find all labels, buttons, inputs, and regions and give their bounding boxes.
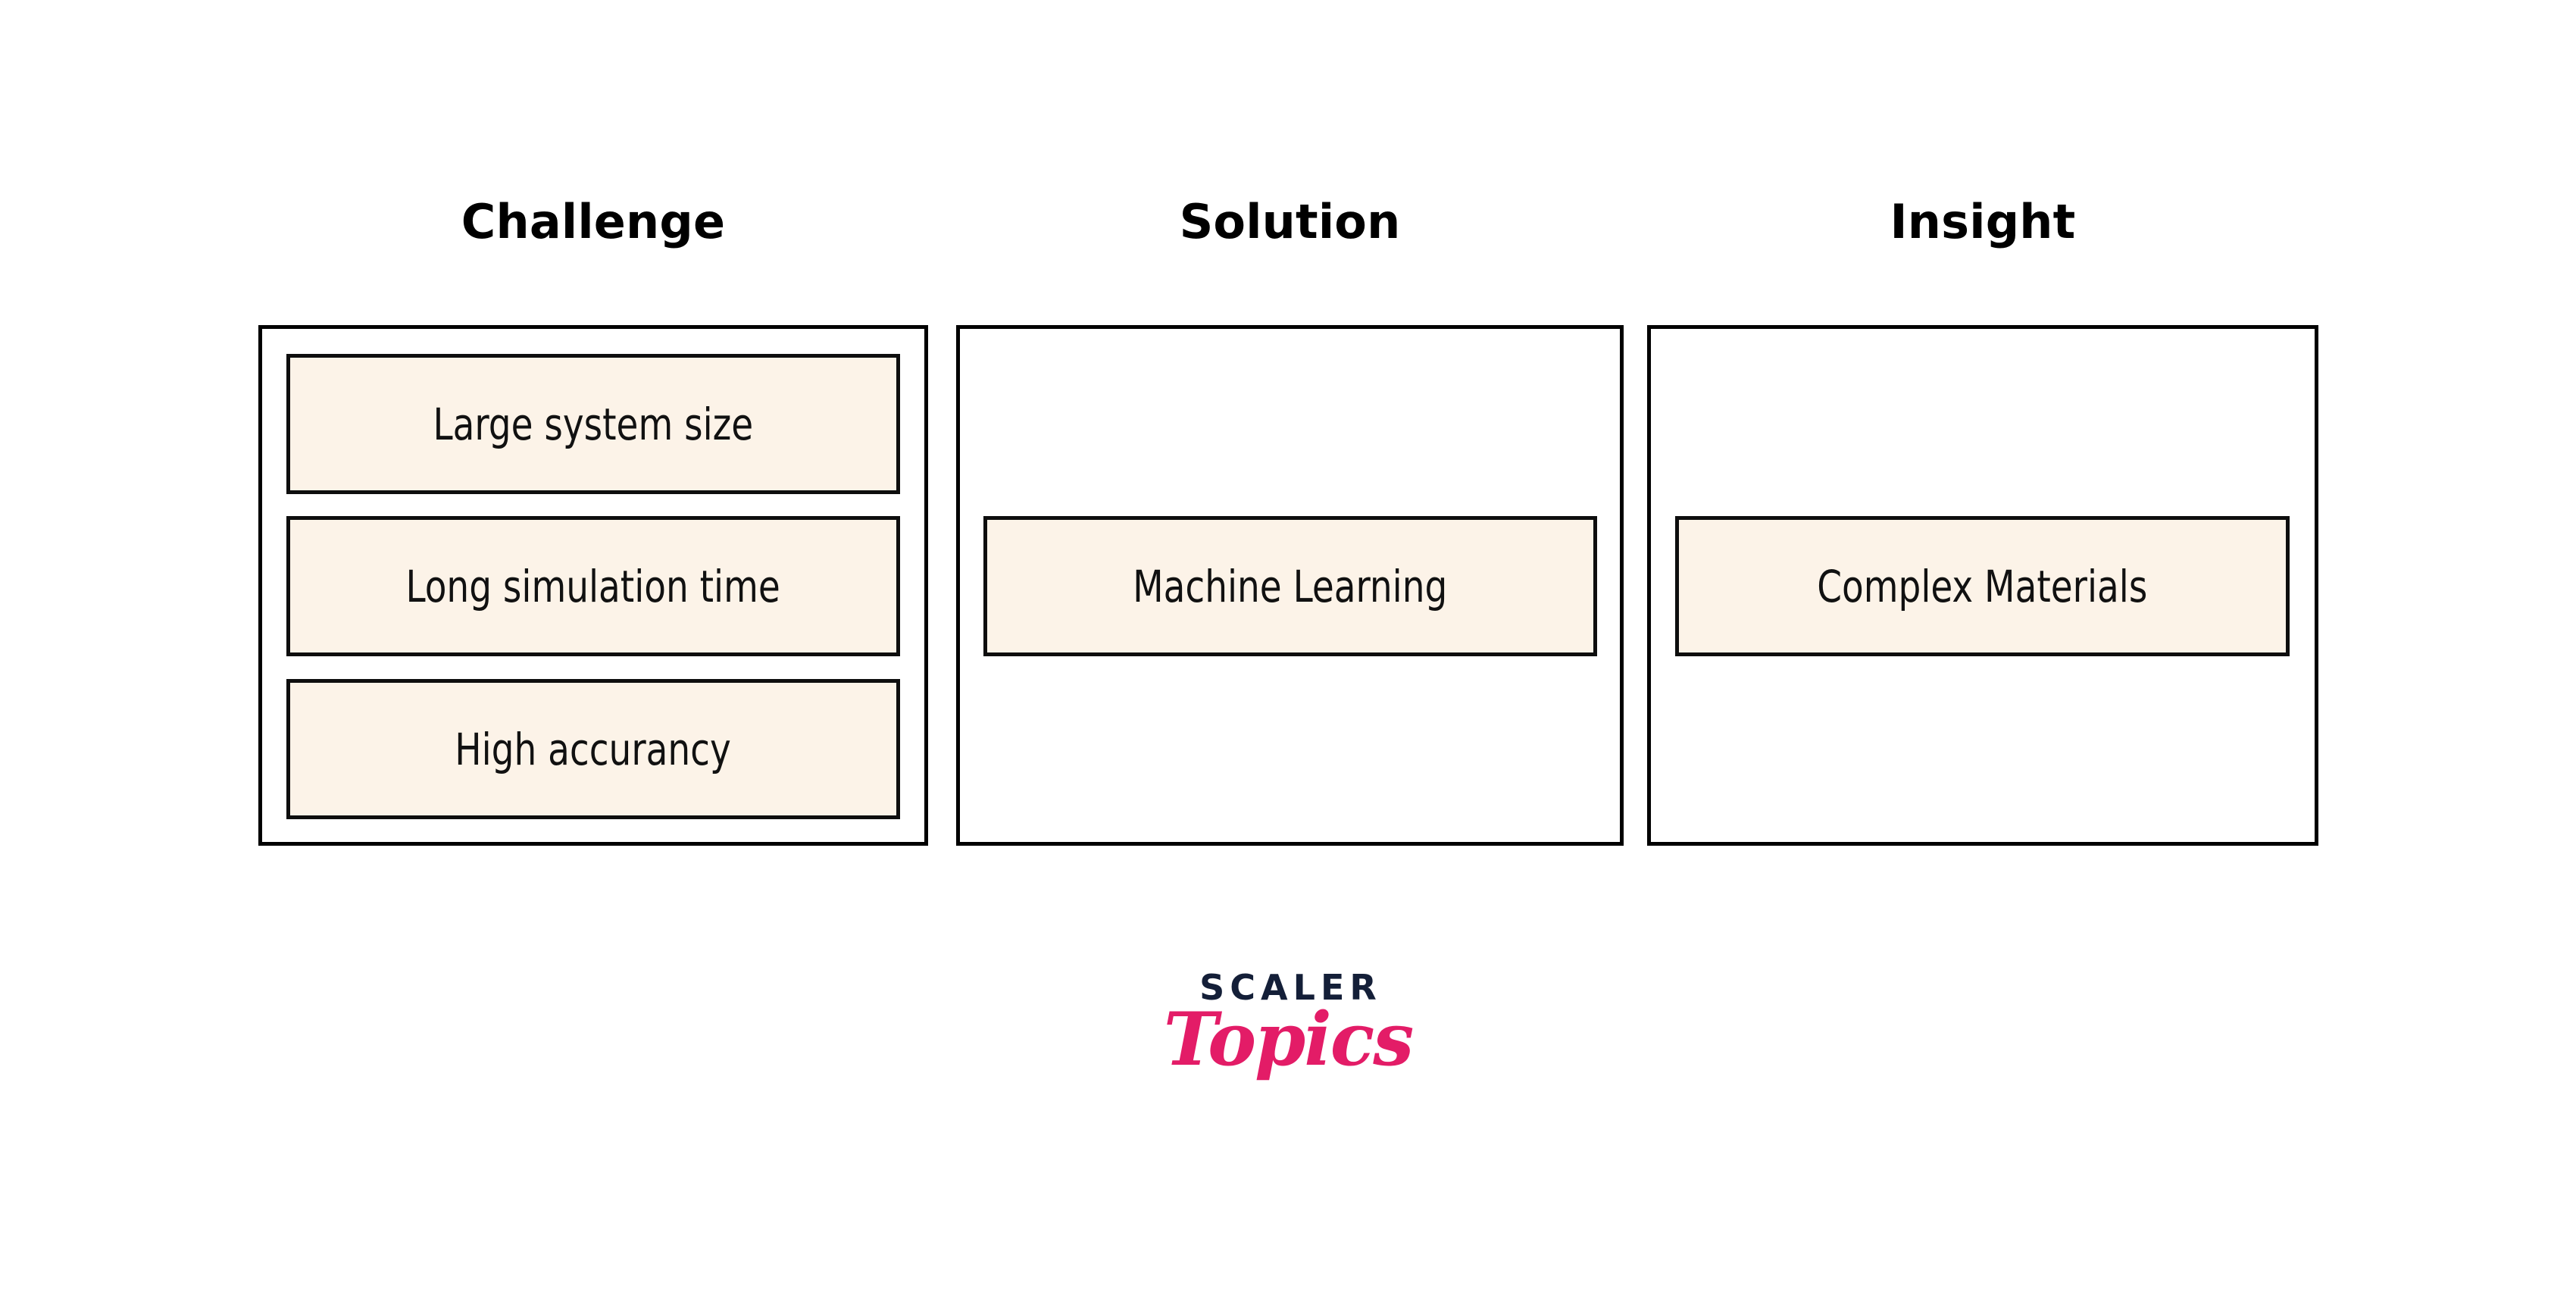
scaler-topics-logo: SCALER Topics xyxy=(1159,970,1417,1137)
item-box-high-accurancy[interactable]: High accurancy xyxy=(286,679,900,819)
item-label-machine-learning: Machine Learning xyxy=(1133,560,1448,612)
item-label-long-simulation-time: Long simulation time xyxy=(405,560,781,612)
logo-script-topics: Topics xyxy=(1163,997,1415,1082)
item-box-complex-materials[interactable]: Complex Materials xyxy=(1675,516,2290,656)
item-label-large-system-size: Large system size xyxy=(433,398,754,450)
item-label-high-accurancy: High accurancy xyxy=(455,723,732,775)
item-box-machine-learning[interactable]: Machine Learning xyxy=(983,516,1597,656)
logo-wordmark-scaler: SCALER xyxy=(1199,967,1382,1008)
item-label-complex-materials: Complex Materials xyxy=(1817,560,2148,612)
item-box-large-system-size[interactable]: Large system size xyxy=(286,354,900,494)
column-header-solution: Solution xyxy=(1179,194,1401,249)
column-header-insight: Insight xyxy=(1890,194,2076,249)
item-box-long-simulation-time[interactable]: Long simulation time xyxy=(286,516,900,656)
column-header-challenge: Challenge xyxy=(461,194,726,249)
